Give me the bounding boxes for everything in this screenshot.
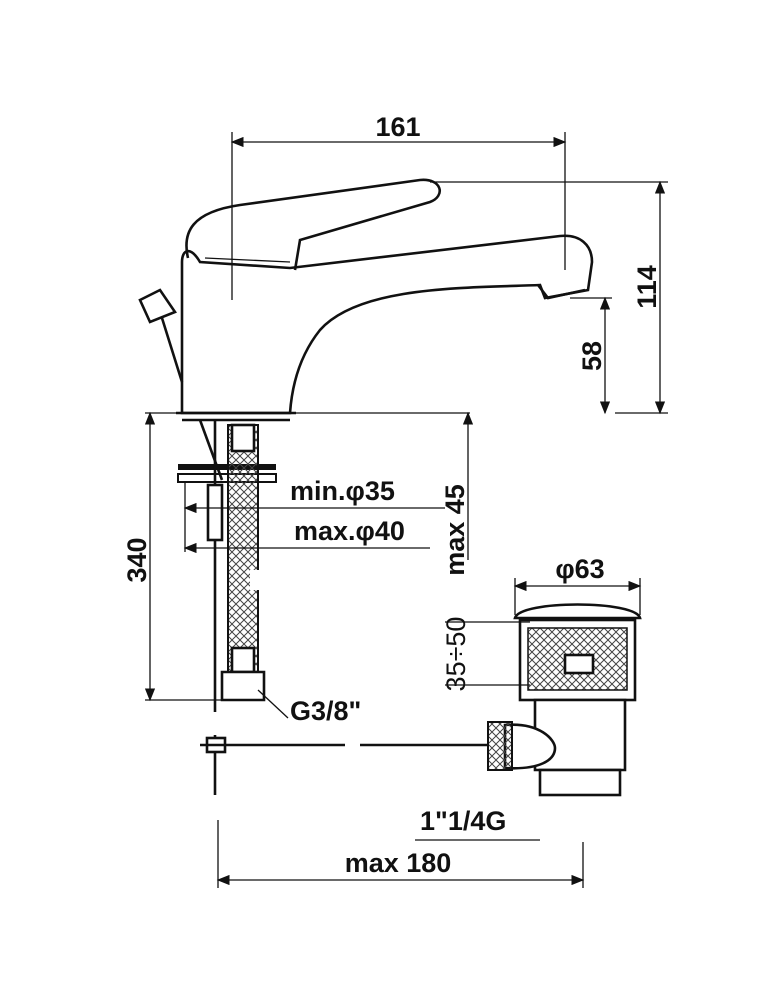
dimension-waste-thickness: 35÷50 — [441, 617, 530, 692]
popup-linkage — [200, 735, 488, 795]
dimension-hose-thread: G3/8" — [257, 689, 361, 726]
label-max-45: max 45 — [440, 484, 470, 576]
label-max-180: max 180 — [345, 848, 452, 878]
dimension-waste-diameter: φ63 — [513, 554, 642, 615]
label-1-1-4g: 1"1/4G — [420, 806, 506, 836]
popup-waste — [487, 603, 642, 797]
dimension-waste-thread: 1"1/4G — [415, 806, 540, 841]
popup-knob — [138, 288, 184, 383]
dimension-total-height: 114 — [430, 180, 668, 415]
dimension-spout-height: 58 — [570, 296, 612, 415]
dimension-max-deck: max 45 — [440, 411, 474, 576]
label-340: 340 — [122, 537, 152, 582]
label-max-40: max.φ40 — [294, 516, 405, 546]
label-min-35: min.φ35 — [290, 476, 395, 506]
label-58: 58 — [577, 341, 607, 371]
label-63: φ63 — [555, 554, 604, 584]
label-35-50: 35÷50 — [441, 617, 471, 692]
dimension-hose-length: 340 — [122, 411, 156, 702]
faucet-body — [176, 178, 594, 422]
label-161: 161 — [375, 112, 420, 142]
label-114: 114 — [632, 265, 662, 309]
supply-hose — [227, 424, 259, 686]
dimension-hole: min.φ35 max.φ40 — [183, 476, 445, 554]
label-g3-8: G3/8" — [290, 696, 361, 726]
dimension-spout-reach: 161 — [230, 112, 567, 300]
underside-assembly — [145, 412, 470, 712]
dimension-max-rod: max 180 — [216, 820, 585, 888]
